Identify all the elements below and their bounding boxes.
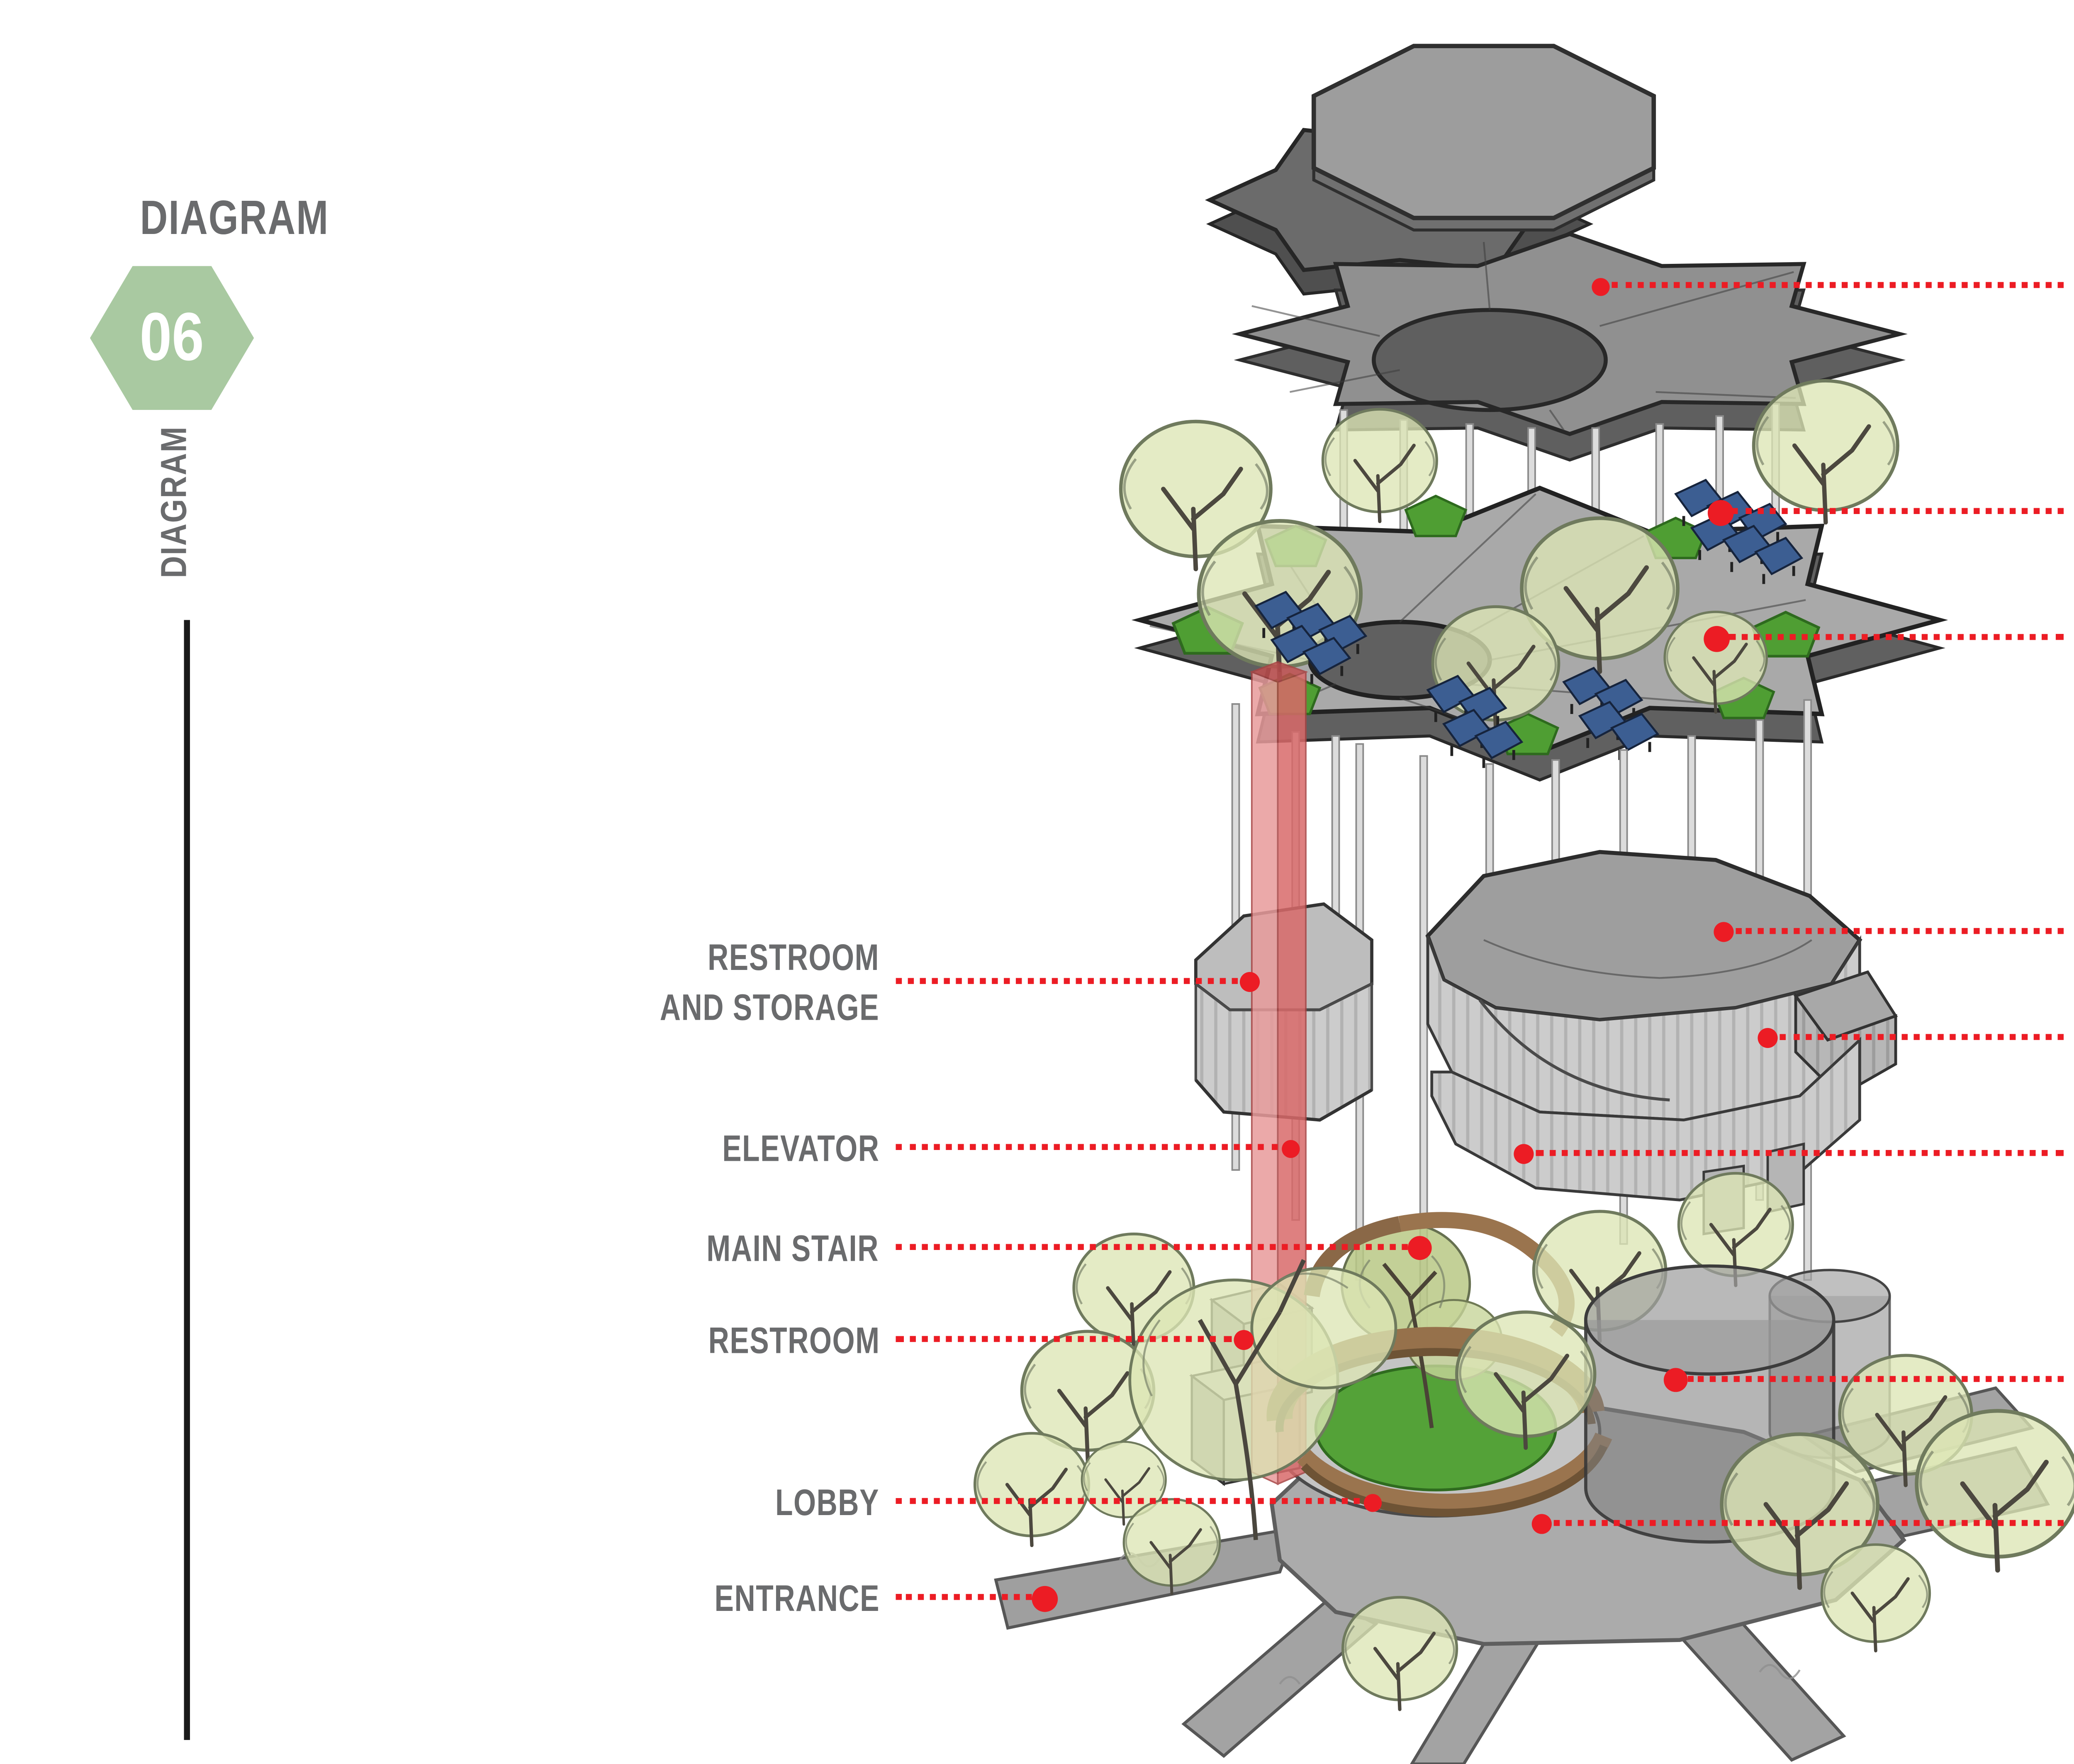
- leader-line-learning-area: [1536, 1150, 2064, 1157]
- sidebar-rule: [184, 620, 189, 1740]
- leader-line-entrance: [896, 1594, 1032, 1601]
- large-sketch-tree: [1128, 1259, 1397, 1540]
- label-main-stair: MAIN STAIR: [707, 1227, 880, 1269]
- leader-line-restroom-and-storage: [896, 978, 1238, 985]
- leader-line-solar-panel: [1731, 508, 2064, 515]
- side-title-vertical: DIAGRAM: [154, 426, 194, 578]
- leader-line-big-meeting-room: [1687, 1377, 2064, 1383]
- leader-line-exhibition-area: [1736, 928, 2064, 935]
- label-restroom-and-storage-line1: RESTROOM: [708, 936, 880, 978]
- leader-line-elevator: [896, 1144, 1278, 1151]
- leader-line-activity-area: [1553, 1520, 2064, 1527]
- leader-dot-restroom-and-storage: [1239, 972, 1260, 992]
- leader-dot-restroom: [1234, 1330, 1254, 1350]
- leader-dot-pantry: [1758, 1028, 1778, 1048]
- leader-dot-learning-area: [1514, 1144, 1534, 1164]
- label-lobby: LOBBY: [776, 1481, 880, 1523]
- leader-dot-big-meeting-room: [1663, 1368, 1688, 1392]
- label-restroom-and-storage: RESTROOM AND STORAGE: [660, 932, 880, 1032]
- leader-dot-exhibition-area: [1714, 922, 1734, 942]
- leader-line-green-rooftop: [1728, 634, 2064, 641]
- leader-line-lobby: [896, 1498, 1360, 1505]
- label-restroom-and-storage-line2: AND STORAGE: [660, 986, 880, 1028]
- pantry-block: [1793, 970, 1898, 1098]
- leader-line-pantry: [1779, 1034, 2064, 1041]
- diagram-number: 06: [140, 299, 204, 375]
- leader-dot-main-stair: [1407, 1236, 1432, 1260]
- leader-line-observation-deck: [1611, 283, 2064, 289]
- leader-line-restroom: [896, 1336, 1232, 1343]
- page-title: DIAGRAM: [140, 192, 329, 246]
- exhibition-block: [1425, 850, 1898, 1235]
- canopy-roof: [1205, 44, 1656, 296]
- label-restroom: RESTROOM: [708, 1319, 880, 1361]
- label-entrance: ENTRANCE: [714, 1577, 880, 1619]
- ground-trees-front: [975, 1234, 2074, 1709]
- label-elevator: ELEVATOR: [722, 1127, 880, 1169]
- leader-line-main-stair: [896, 1244, 1408, 1251]
- leader-dot-activity-area: [1531, 1514, 1552, 1534]
